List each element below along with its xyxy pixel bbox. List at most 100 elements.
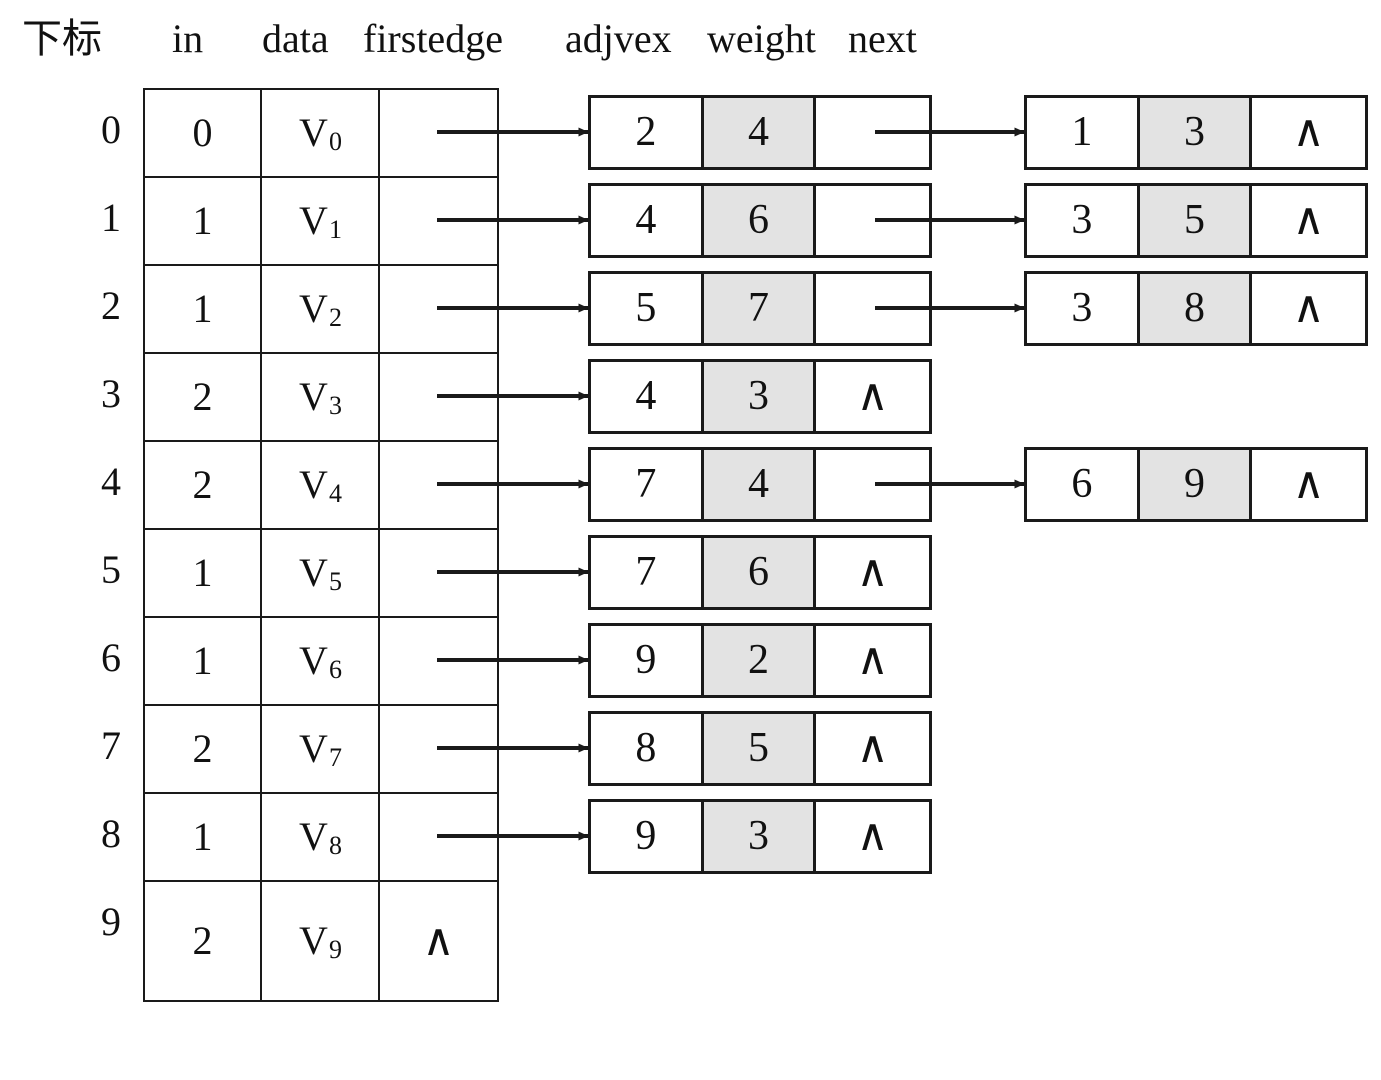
edge-node-adjvex: 4 — [591, 361, 704, 431]
index-label-2: 2 — [101, 283, 121, 328]
column-header-adjvex: adjvex — [565, 16, 672, 61]
index-label-7: 7 — [101, 723, 121, 768]
vertex-data-letter: V — [299, 462, 328, 507]
vertex-data-subscript: 0 — [328, 127, 342, 156]
vertex-firstedge-cell[interactable] — [380, 442, 497, 528]
vertex-data-subscript: 7 — [328, 743, 342, 772]
vertex-in-degree-cell: 2 — [145, 442, 262, 528]
edge-node-adjvex: 9 — [591, 625, 704, 695]
edge-node-weight: 4 — [703, 449, 817, 519]
vertex-firstedge-cell[interactable]: ∧ — [380, 882, 497, 1000]
vertex-firstedge-cell[interactable] — [380, 706, 497, 792]
edge-node-weight: 7 — [703, 273, 817, 343]
index-label-0: 0 — [101, 107, 121, 152]
vertex-firstedge-cell[interactable] — [380, 618, 497, 704]
vertex-data-letter: V — [299, 918, 328, 963]
vertex-data-letter: V — [299, 374, 328, 419]
vertex-in-degree-cell: 1 — [145, 794, 262, 880]
edge-node-next[interactable] — [816, 449, 929, 519]
vertex-data-letter: V — [299, 550, 328, 595]
column-header-index: 下标 — [22, 16, 102, 61]
vertex-in-degree-cell: 2 — [145, 706, 262, 792]
column-header-data: data — [262, 16, 329, 61]
edge-node-next[interactable]: ∧ — [816, 361, 929, 431]
null-pointer-icon: ∧ — [1292, 459, 1325, 508]
vertex-in-degree-cell: 1 — [145, 266, 262, 352]
edge-node-next[interactable] — [816, 97, 929, 167]
vertex-data-letter: V — [299, 198, 328, 243]
vertex-data-letter: V — [299, 110, 328, 155]
null-pointer-icon: ∧ — [856, 723, 889, 772]
vertex-firstedge-cell[interactable] — [380, 530, 497, 616]
vertex-firstedge-cell[interactable] — [380, 90, 497, 176]
edge-node-next[interactable]: ∧ — [816, 625, 929, 695]
vertex-data-letter: V — [299, 286, 328, 331]
vertex-data-letter: V — [299, 638, 328, 683]
edge-node-weight: 9 — [1139, 449, 1253, 519]
index-label-6: 6 — [101, 635, 121, 680]
edge-node-weight: 3 — [703, 361, 817, 431]
edge-node-adjvex: 6 — [1027, 449, 1140, 519]
edge-node-adjvex: 9 — [591, 801, 704, 871]
edge-node-adjvex: 5 — [591, 273, 704, 343]
edge-node-next[interactable]: ∧ — [816, 713, 929, 783]
edge-node-weight: 5 — [1139, 185, 1253, 255]
column-header-weight: weight — [707, 16, 816, 61]
vertex-firstedge-cell[interactable] — [380, 178, 497, 264]
null-pointer-icon: ∧ — [422, 916, 455, 965]
edge-node-adjvex: 4 — [591, 185, 704, 255]
null-pointer-icon: ∧ — [1292, 283, 1325, 332]
edge-node-next[interactable]: ∧ — [1252, 185, 1365, 255]
edge-node-weight: 6 — [703, 185, 817, 255]
edge-node-weight: 5 — [703, 713, 817, 783]
edge-node-next[interactable] — [816, 185, 929, 255]
edge-node-next[interactable] — [816, 273, 929, 343]
index-label-1: 1 — [101, 195, 121, 240]
edge-node-weight: 3 — [1139, 97, 1253, 167]
edge-node-next[interactable]: ∧ — [1252, 449, 1365, 519]
vertex-firstedge-cell[interactable] — [380, 354, 497, 440]
vertex-data-subscript: 6 — [328, 655, 342, 684]
edge-node-next[interactable]: ∧ — [1252, 97, 1365, 167]
edge-node-next[interactable]: ∧ — [816, 537, 929, 607]
vertex-firstedge-cell[interactable] — [380, 266, 497, 352]
edge-node-next[interactable]: ∧ — [1252, 273, 1365, 343]
edge-node-next[interactable]: ∧ — [816, 801, 929, 871]
edge-node-weight: 4 — [703, 97, 817, 167]
null-pointer-icon: ∧ — [1292, 107, 1325, 156]
vertex-firstedge-cell[interactable] — [380, 794, 497, 880]
edge-node-adjvex: 1 — [1027, 97, 1140, 167]
edge-node-adjvex: 2 — [591, 97, 704, 167]
